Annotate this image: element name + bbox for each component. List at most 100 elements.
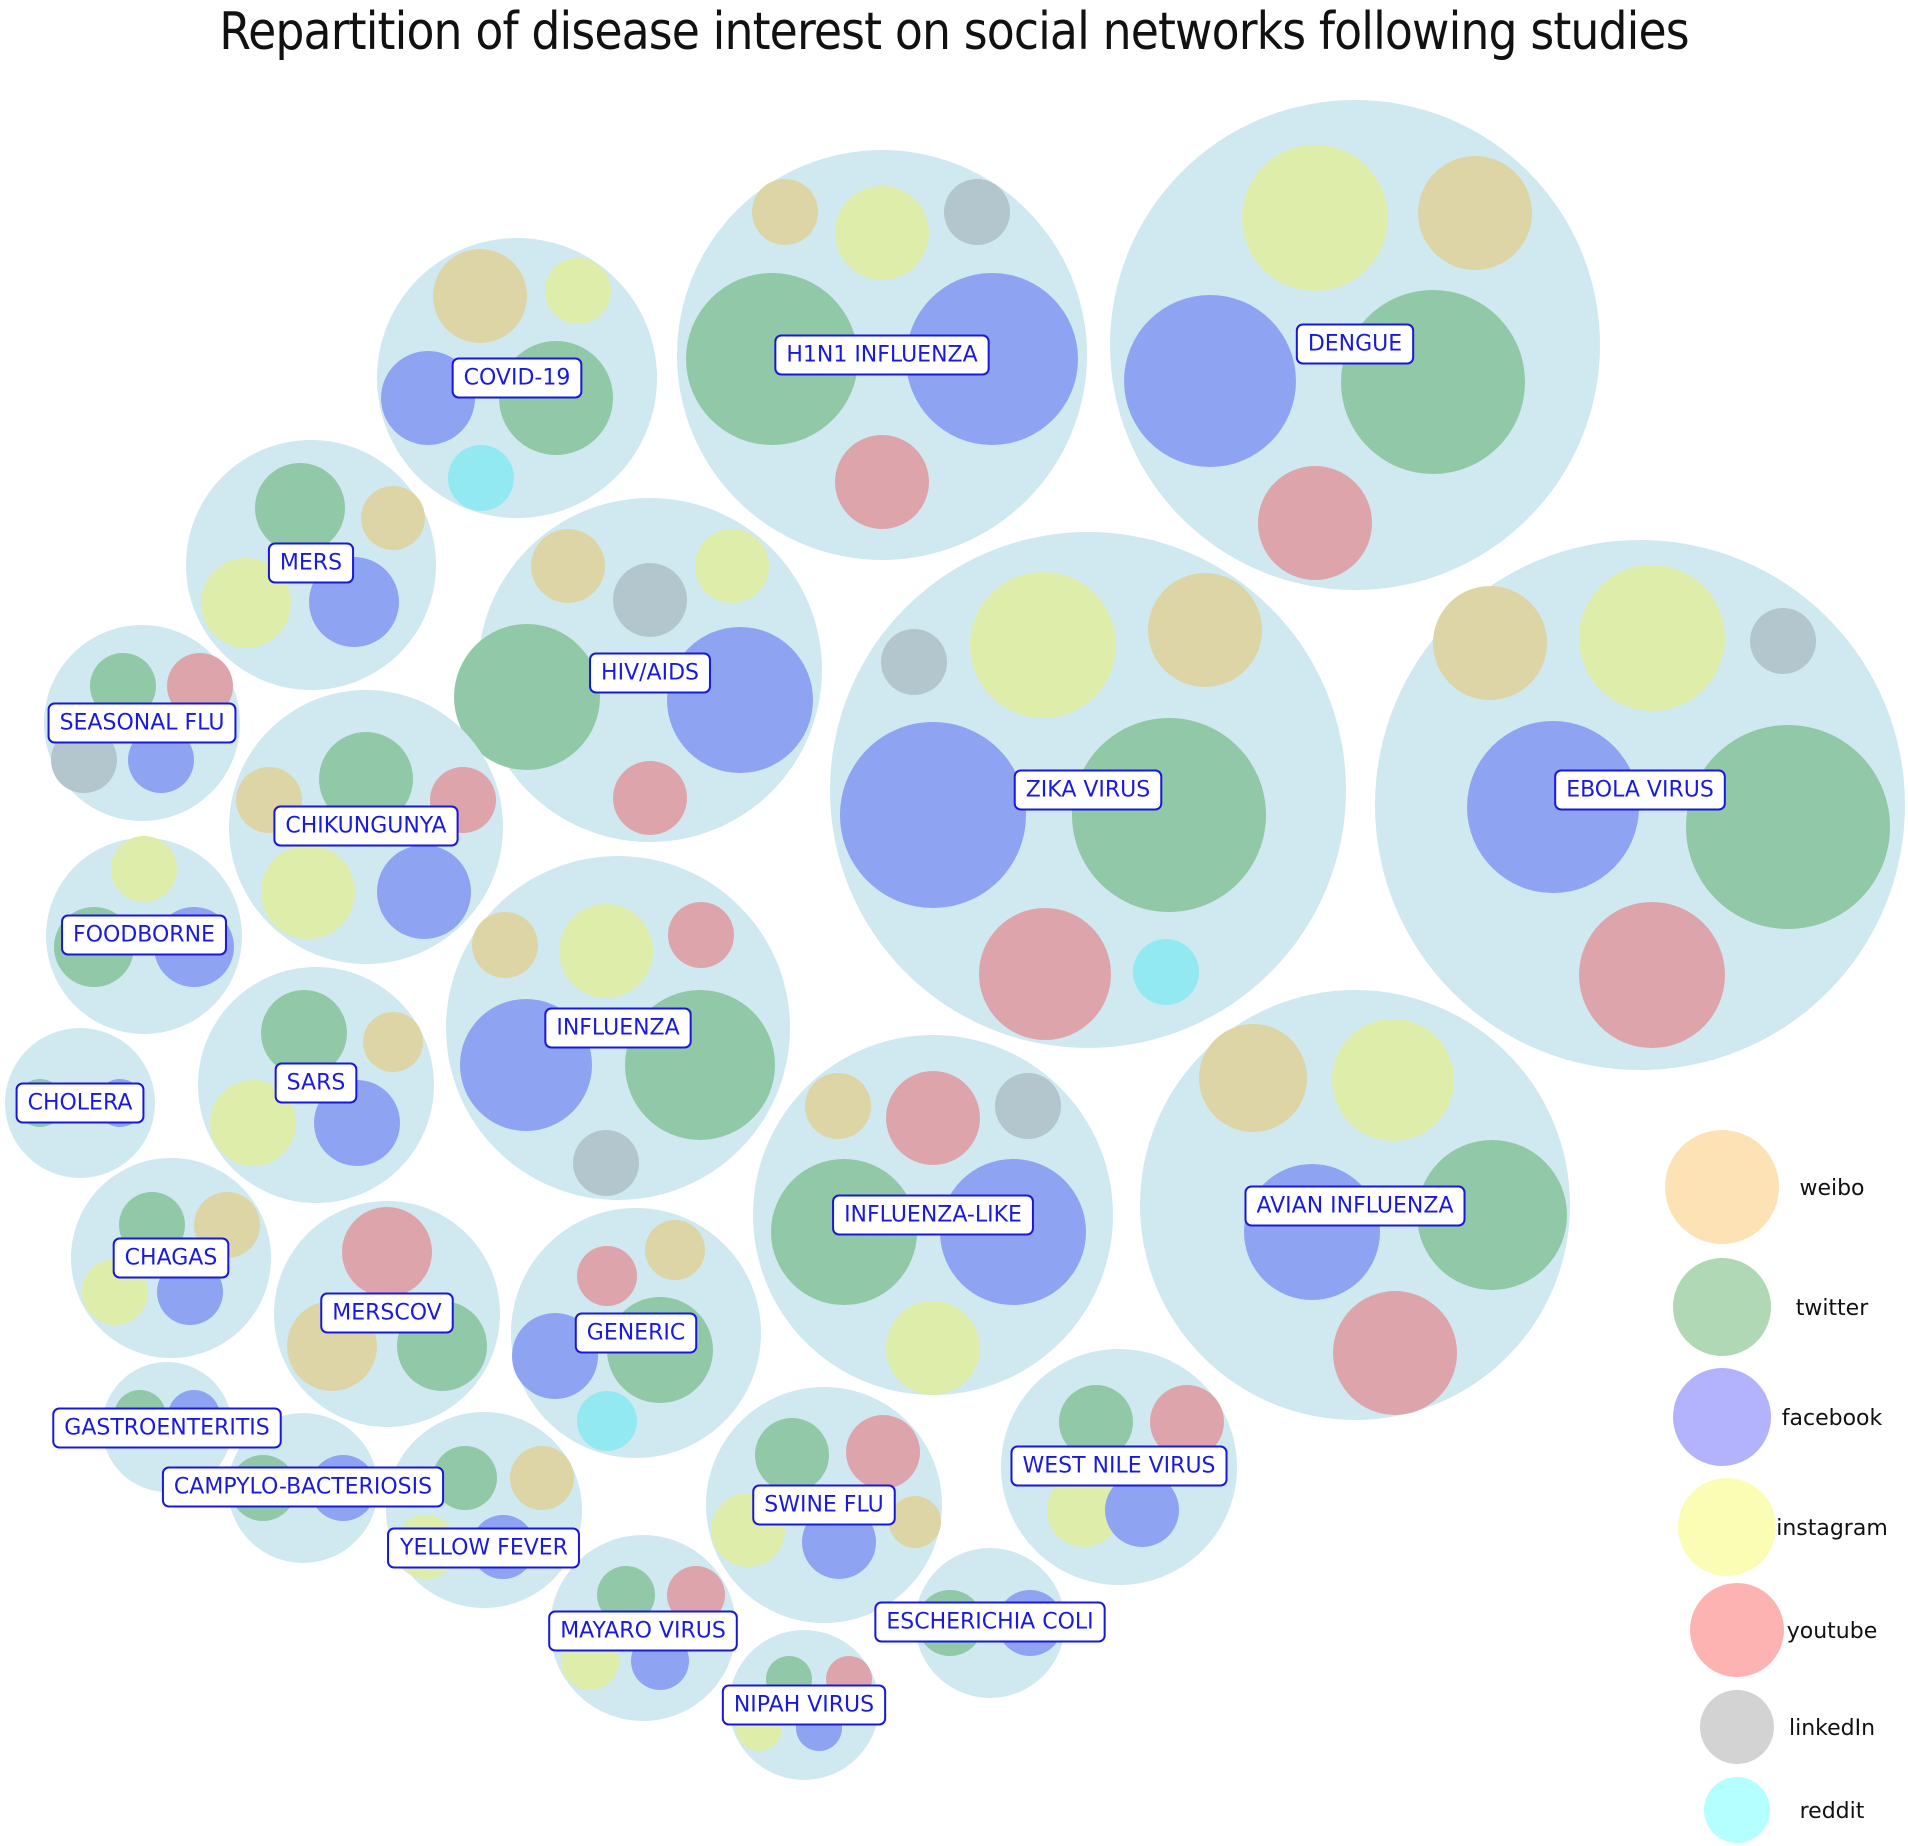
legend-swatch-weibo xyxy=(1665,1130,1779,1244)
disease-label-text-mayaro-virus: MAYARO VIRUS xyxy=(560,1619,726,1644)
platform-mark-influenza-linkedin xyxy=(573,1130,639,1196)
disease-label-generic: GENERIC xyxy=(574,1312,698,1354)
platform-mark-generic-weibo xyxy=(645,1220,705,1280)
disease-label-text-mers: MERS xyxy=(280,551,342,576)
platform-mark-hiv-aids-instagram xyxy=(695,529,769,603)
platform-mark-hiv-aids-linkedin xyxy=(613,563,687,637)
disease-label-campylo-bacteriosis: CAMPYLO-BACTERIOSIS xyxy=(161,1466,445,1508)
disease-label-box-foodborne xyxy=(61,914,227,956)
disease-label-text-foodborne: FOODBORNE xyxy=(73,923,215,948)
legend-swatch-reddit xyxy=(1704,1777,1770,1843)
disease-label-box-merscov xyxy=(320,1292,454,1334)
legend-item-instagram: instagram xyxy=(1678,1478,1888,1576)
disease-label-text-hiv-aids: HIV/AIDS xyxy=(601,661,699,686)
disease-label-dengue: DENGUE xyxy=(1295,323,1415,365)
platform-mark-influenza-like-weibo xyxy=(805,1073,871,1139)
disease-label-box-hiv-aids xyxy=(589,652,711,694)
legend-label-youtube: youtube xyxy=(1787,1619,1878,1644)
platform-mark-influenza-like-linkedin xyxy=(995,1073,1061,1139)
disease-label-text-west-nile-virus: WEST NILE VIRUS xyxy=(1022,1454,1215,1479)
platform-mark-dengue-instagram xyxy=(1242,145,1388,291)
platform-mark-zika-virus-reddit xyxy=(1133,939,1199,1005)
disease-bubble-sars xyxy=(198,967,434,1203)
disease-label-cholera: CHOLERA xyxy=(15,1082,145,1124)
chart-title: Repartition of disease interest on socia… xyxy=(219,2,1689,62)
platform-mark-swine-flu-youtube xyxy=(846,1415,920,1489)
platform-mark-mayaro-virus-youtube xyxy=(667,1566,725,1624)
platform-mark-mers-instagram xyxy=(201,558,291,648)
platform-mark-yellow-fever-weibo xyxy=(510,1446,574,1510)
disease-label-nipah-virus: NIPAH VIRUS xyxy=(721,1684,887,1726)
platform-mark-dengue-twitter xyxy=(1341,290,1525,474)
disease-label-sars: SARS xyxy=(274,1062,358,1104)
disease-label-text-zika-virus: ZIKA VIRUS xyxy=(1026,778,1151,803)
disease-label-text-h1n1-influenza: H1N1 INFLUENZA xyxy=(786,343,977,368)
platform-mark-ebola-virus-twitter xyxy=(1686,725,1890,929)
platform-mark-h1n1-influenza-twitter xyxy=(686,273,858,445)
disease-label-text-influenza: INFLUENZA xyxy=(556,1016,679,1041)
disease-label-avian-influenza: AVIAN INFLUENZA xyxy=(1244,1185,1466,1227)
disease-label-text-campylo-bacteriosis: CAMPYLO-BACTERIOSIS xyxy=(174,1475,432,1500)
legend-item-linkedin: linkedIn xyxy=(1700,1690,1875,1764)
platform-mark-covid-19-weibo xyxy=(433,249,527,343)
disease-label-covid-19: COVID-19 xyxy=(451,357,583,399)
platform-mark-chikungunya-twitter xyxy=(319,732,413,826)
platform-mark-covid-19-reddit xyxy=(448,445,514,511)
platform-mark-mers-weibo xyxy=(361,486,425,550)
disease-label-box-chikungunya xyxy=(273,805,459,847)
disease-label-box-h1n1-influenza xyxy=(774,334,990,376)
disease-label-text-chikungunya: CHIKUNGUNYA xyxy=(285,814,446,839)
platform-mark-influenza-like-instagram xyxy=(886,1301,980,1395)
platform-mark-covid-19-facebook xyxy=(381,351,475,445)
platform-mark-hiv-aids-weibo xyxy=(531,529,605,603)
legend-swatch-twitter xyxy=(1673,1258,1771,1356)
platform-mark-ebola-virus-instagram xyxy=(1579,565,1725,711)
legend-swatch-facebook xyxy=(1673,1368,1771,1466)
disease-label-text-ebola-virus: EBOLA VIRUS xyxy=(1566,778,1714,803)
legend-item-reddit: reddit xyxy=(1704,1777,1865,1843)
platform-mark-zika-virus-twitter xyxy=(1072,718,1266,912)
legend-item-facebook: facebook xyxy=(1673,1368,1883,1466)
platform-mark-ebola-virus-facebook xyxy=(1467,721,1639,893)
disease-label-text-dengue: DENGUE xyxy=(1308,332,1402,357)
disease-label-zika-virus: ZIKA VIRUS xyxy=(1013,769,1163,811)
platform-mark-swine-flu-twitter xyxy=(755,1418,829,1492)
disease-label-hiv-aids: HIV/AIDS xyxy=(589,652,711,694)
platform-mark-hiv-aids-youtube xyxy=(613,761,687,835)
platform-mark-dengue-weibo xyxy=(1418,156,1532,270)
platform-mark-dengue-facebook xyxy=(1124,295,1296,467)
disease-label-influenza-like: INFLUENZA-LIKE xyxy=(832,1194,1034,1236)
legend-label-twitter: twitter xyxy=(1796,1296,1870,1321)
platform-mark-foodborne-instagram xyxy=(111,836,177,902)
disease-label-text-yellow-fever: YELLOW FEVER xyxy=(399,1536,568,1561)
disease-label-box-mayaro-virus xyxy=(548,1610,738,1652)
platform-mark-influenza-like-youtube xyxy=(886,1071,980,1165)
disease-label-box-avian-influenza xyxy=(1244,1185,1466,1227)
platform-mark-ebola-virus-linkedin xyxy=(1750,608,1816,674)
platform-mark-mers-twitter xyxy=(255,463,345,553)
platform-mark-avian-influenza-weibo xyxy=(1199,1024,1307,1132)
platform-mark-west-nile-virus-youtube xyxy=(1150,1385,1224,1459)
disease-label-merscov: MERSCOV xyxy=(320,1292,454,1334)
legend-swatch-instagram xyxy=(1678,1478,1776,1576)
platform-mark-zika-virus-youtube xyxy=(979,908,1111,1040)
disease-label-text-influenza-like: INFLUENZA-LIKE xyxy=(844,1203,1022,1228)
platform-mark-west-nile-virus-instagram xyxy=(1047,1473,1121,1547)
disease-label-box-nipah-virus xyxy=(721,1684,887,1726)
legend-item-weibo: weibo xyxy=(1665,1130,1865,1244)
disease-label-box-ebola-virus xyxy=(1554,769,1726,811)
platform-mark-sars-twitter xyxy=(261,990,347,1076)
platform-mark-chikungunya-facebook xyxy=(377,845,471,939)
disease-circle-yellow-fever xyxy=(386,1412,582,1608)
legend-label-facebook: facebook xyxy=(1782,1406,1883,1431)
platform-mark-influenza-weibo xyxy=(472,912,538,978)
disease-label-chagas: CHAGAS xyxy=(112,1237,230,1279)
disease-label-text-sars: SARS xyxy=(287,1071,346,1096)
platform-mark-generic-reddit xyxy=(577,1391,637,1451)
legend-item-youtube: youtube xyxy=(1690,1583,1877,1677)
platform-mark-swine-flu-weibo xyxy=(889,1496,941,1548)
disease-label-mayaro-virus: MAYARO VIRUS xyxy=(548,1610,738,1652)
platform-mark-west-nile-virus-facebook xyxy=(1105,1473,1179,1547)
platform-mark-sars-instagram xyxy=(210,1080,296,1166)
disease-label-box-influenza-like xyxy=(832,1194,1034,1236)
